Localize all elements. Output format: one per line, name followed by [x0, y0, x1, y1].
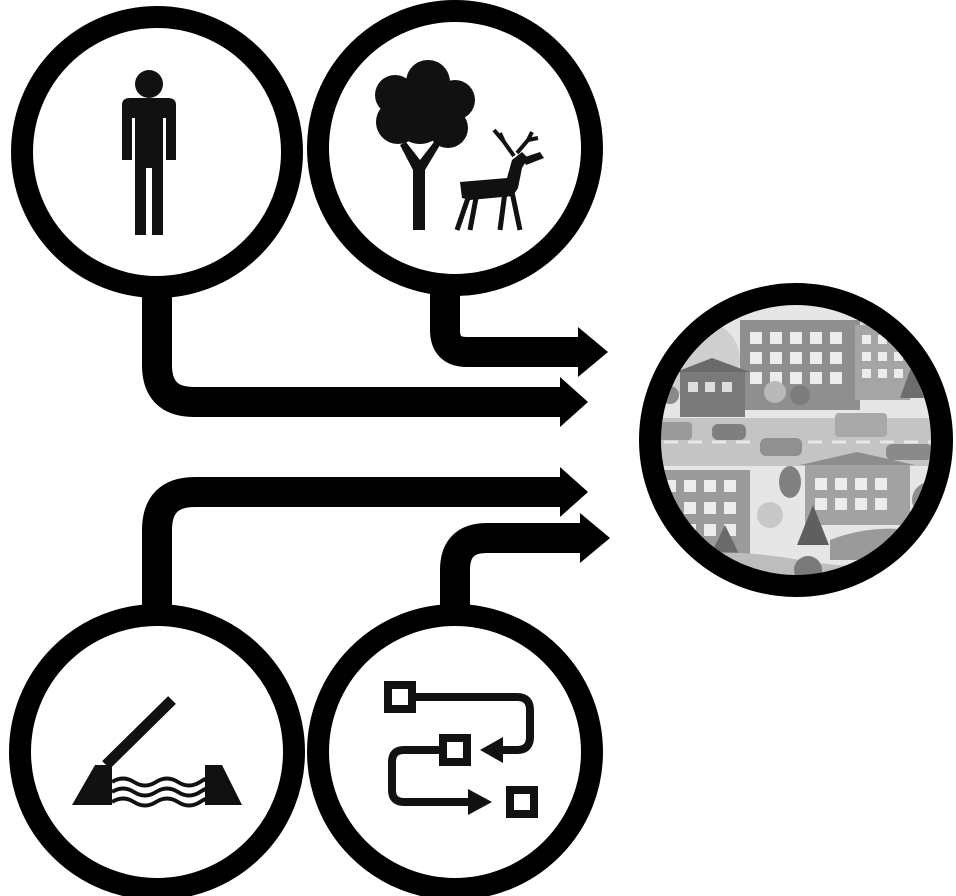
arrowhead [578, 327, 608, 377]
node-nature [318, 11, 592, 285]
node-circle [20, 615, 294, 889]
connector-process-to-city [455, 513, 610, 620]
arrowhead [580, 513, 610, 563]
node-person [22, 17, 292, 287]
node-bridge [20, 615, 294, 889]
connector-nature-to-city [445, 290, 608, 377]
arrowhead [560, 377, 588, 427]
node-process [318, 615, 592, 889]
arrowhead [560, 467, 588, 517]
node-city [640, 290, 956, 600]
node-circle [318, 11, 592, 285]
